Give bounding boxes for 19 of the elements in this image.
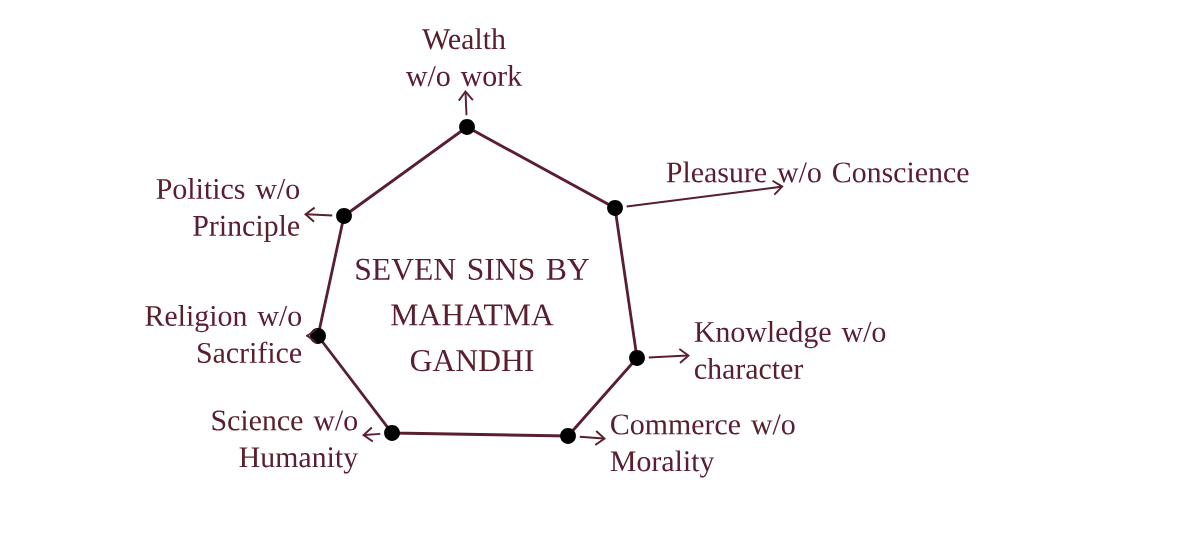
- sin-label: Politics w/o Principle: [156, 178, 300, 242]
- vertex-dot: [560, 428, 576, 444]
- vertex-dot: [459, 119, 475, 135]
- vertex-dot: [607, 200, 623, 216]
- sin-label: Science w/o Humanity: [212, 410, 359, 474]
- arrow: [304, 206, 334, 223]
- sin-label: Religion w/o Sacrifice: [145, 305, 302, 363]
- vertex-dot: [384, 425, 400, 441]
- vertex-dot: [310, 328, 326, 344]
- arrow: [457, 90, 474, 117]
- arrow: [647, 347, 690, 364]
- arrow: [625, 179, 784, 208]
- sin-label: Pleasure w/o Conscience: [666, 161, 969, 183]
- vertex-dot: [629, 350, 645, 366]
- sin-label: Wealth w/o work: [405, 28, 523, 87]
- sin-label: Commerce w/o Morality: [610, 414, 795, 478]
- sin-label: Knowledge w/o character: [694, 321, 886, 379]
- arrow: [578, 430, 606, 446]
- arrow: [362, 426, 382, 443]
